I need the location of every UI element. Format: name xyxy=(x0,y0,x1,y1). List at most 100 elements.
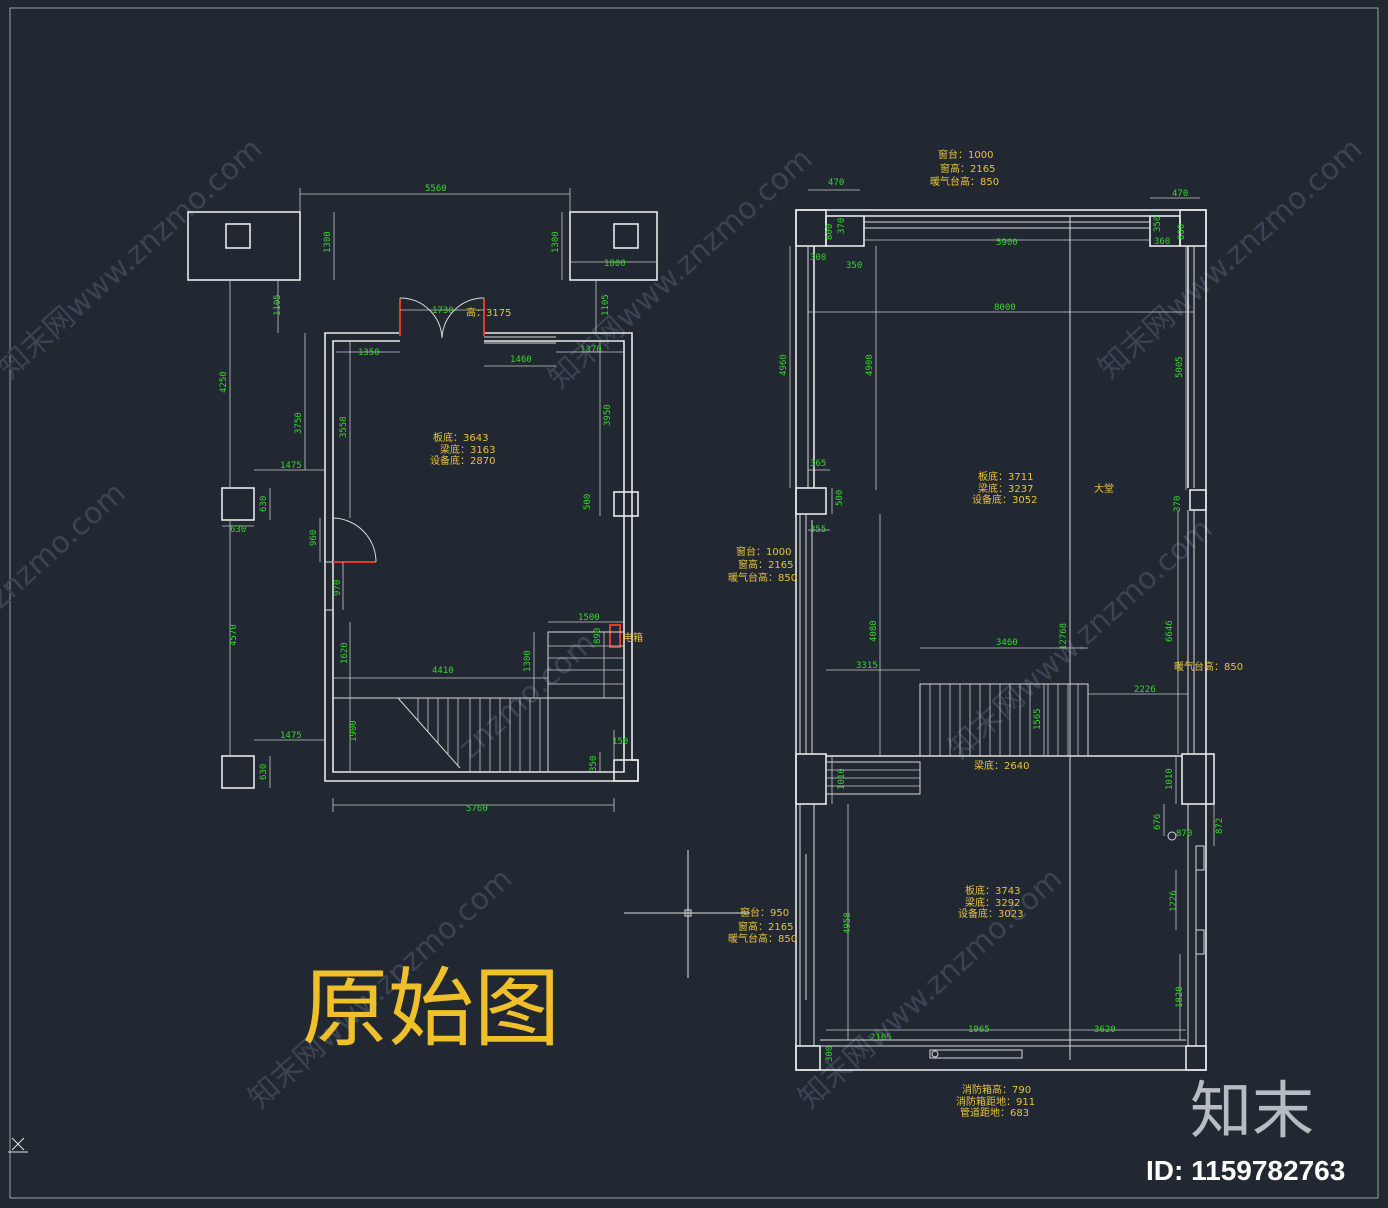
right-pillar xyxy=(1189,489,1207,511)
hall-label: 大堂 xyxy=(1094,482,1114,495)
equipment-height-note: 设备底：2870 xyxy=(430,454,495,467)
door-swing-arc xyxy=(399,297,443,339)
dim-label: 1010 xyxy=(837,768,847,790)
dim-label: 800 xyxy=(1177,224,1187,240)
drawing-frame xyxy=(9,7,1379,1199)
right-plan-outer-wall xyxy=(795,209,1207,1071)
dim-label: 676 xyxy=(1153,814,1163,830)
dim-label: 4960 xyxy=(779,354,789,376)
dim-label: 960 xyxy=(309,530,319,546)
right-dimension-lines xyxy=(789,189,1215,1040)
dim-label: 1010 xyxy=(1165,768,1175,790)
fire-box-note: 管道距地：683 xyxy=(960,1106,1029,1119)
electrical-box xyxy=(609,624,621,648)
dim-label: 350 xyxy=(1153,216,1163,232)
dim-label: 800 xyxy=(825,224,835,240)
dim-label: 4410 xyxy=(432,666,454,676)
image-id: ID: 1159782763 xyxy=(1146,1155,1345,1186)
dim-label: 4250 xyxy=(219,371,229,393)
lower-right-window xyxy=(1195,929,1205,955)
side-window xyxy=(324,561,334,611)
dim-label: 630 xyxy=(259,764,269,780)
electrical-box-label: 电箱 xyxy=(623,631,643,644)
dim-label: 365 xyxy=(810,459,826,469)
radiator-note: 暖气台高：850 xyxy=(1174,660,1243,673)
dim-label: 150 xyxy=(612,737,628,747)
upper-slab-note: 板底：3711 xyxy=(978,470,1033,483)
dim-label: 1500 xyxy=(578,613,600,623)
dim-label: 350 xyxy=(846,261,862,271)
column-top-left xyxy=(187,211,301,281)
dim-label: 1300 xyxy=(323,231,333,253)
door-swing-arc xyxy=(441,297,485,339)
lower-window-note: 窗高：2165 xyxy=(738,920,793,933)
watermark-layer: 知末网www.znzmo.com znzmo.com 知末网www.znzmo.… xyxy=(0,131,1369,1116)
bottom-corner-column xyxy=(795,1045,821,1071)
dim-label: 5760 xyxy=(466,804,488,814)
dim-label: 4080 xyxy=(869,620,879,642)
dim-label: 300 xyxy=(810,253,826,263)
left-window-note: 窗台：1000 xyxy=(736,545,791,558)
dim-label: 4900 xyxy=(865,354,875,376)
fire-box-note: 消防箱高：790 xyxy=(962,1083,1031,1096)
dim-label: 970 xyxy=(333,580,343,596)
upper-equip-note: 设备底：3052 xyxy=(972,493,1037,506)
dim-label: 300 xyxy=(825,1046,835,1062)
dim-label: 370 xyxy=(837,218,847,234)
dim-label: 4958 xyxy=(843,912,853,934)
dim-label: 370 xyxy=(1173,496,1183,512)
dim-label: 1460 xyxy=(510,355,532,365)
dim-label: 1350 xyxy=(358,348,380,358)
left-pillar xyxy=(795,487,827,515)
watermark-text: 知末网www.znzmo.com xyxy=(542,141,819,396)
dim-label: 5005 xyxy=(1175,356,1185,378)
dim-label: 1800 xyxy=(604,259,626,269)
dim-label: 870 xyxy=(1176,829,1192,839)
dim-label: 500 xyxy=(583,494,593,510)
dim-label: 1300 xyxy=(523,650,533,672)
dim-label: 1730 xyxy=(432,306,454,316)
watermark-text: 知末网www.znzmo.com xyxy=(1092,131,1369,386)
dim-label: 1300 xyxy=(551,231,561,253)
dim-label: 500 xyxy=(835,490,845,506)
pillar-bottom-left xyxy=(221,755,255,789)
pipe-circle xyxy=(1167,831,1177,841)
fire-box-note: 消防箱距地：911 xyxy=(956,1095,1035,1108)
beam-height-mid: 梁底：2640 xyxy=(974,759,1029,772)
dim-label: 1105 xyxy=(601,294,611,316)
left-window-note: 窗高：2165 xyxy=(738,558,793,571)
dim-label: 3750 xyxy=(294,412,304,434)
brand-logo: 知末 xyxy=(1190,1074,1314,1147)
lower-beam-note: 梁底：3292 xyxy=(965,896,1020,909)
dim-label: 3558 xyxy=(339,416,349,438)
dim-label: 355 xyxy=(810,525,826,535)
left-stair-lower xyxy=(333,697,624,772)
dim-label: 890 xyxy=(593,628,603,644)
corner-column xyxy=(795,209,827,247)
dim-label: 1620 xyxy=(340,642,350,664)
cad-crosshair-cursor xyxy=(624,850,750,978)
right-wall-column xyxy=(613,491,639,517)
dim-label: 3950 xyxy=(603,404,613,426)
lower-window-note: 窗台：950 xyxy=(740,906,789,919)
watermark-text: 知末网www.znzmo.com xyxy=(792,861,1069,1116)
dim-label: 2165 xyxy=(870,1033,892,1043)
corner-column xyxy=(825,215,865,247)
dim-label: 872 xyxy=(1215,818,1225,834)
dim-label: 630 xyxy=(230,525,246,535)
dim-label: 470 xyxy=(1172,189,1188,199)
dim-label: 1565 xyxy=(1033,708,1043,730)
mid-column-left xyxy=(795,753,827,805)
dim-label: 3460 xyxy=(996,638,1018,648)
dim-label: 1965 xyxy=(968,1025,990,1035)
top-window-note: 窗高：2165 xyxy=(940,162,995,175)
lower-window-note: 暖气台高：850 xyxy=(728,932,797,945)
dim-label: 630 xyxy=(259,496,269,512)
mid-column-right xyxy=(1181,753,1215,805)
dim-label: 12768 xyxy=(1059,623,1069,650)
right-stair xyxy=(919,683,1089,757)
upper-beam-note: 梁底：3237 xyxy=(978,482,1033,495)
dim-label: 1475 xyxy=(280,461,302,471)
column-top-right xyxy=(569,211,658,281)
left-dimension-lines xyxy=(222,188,657,812)
